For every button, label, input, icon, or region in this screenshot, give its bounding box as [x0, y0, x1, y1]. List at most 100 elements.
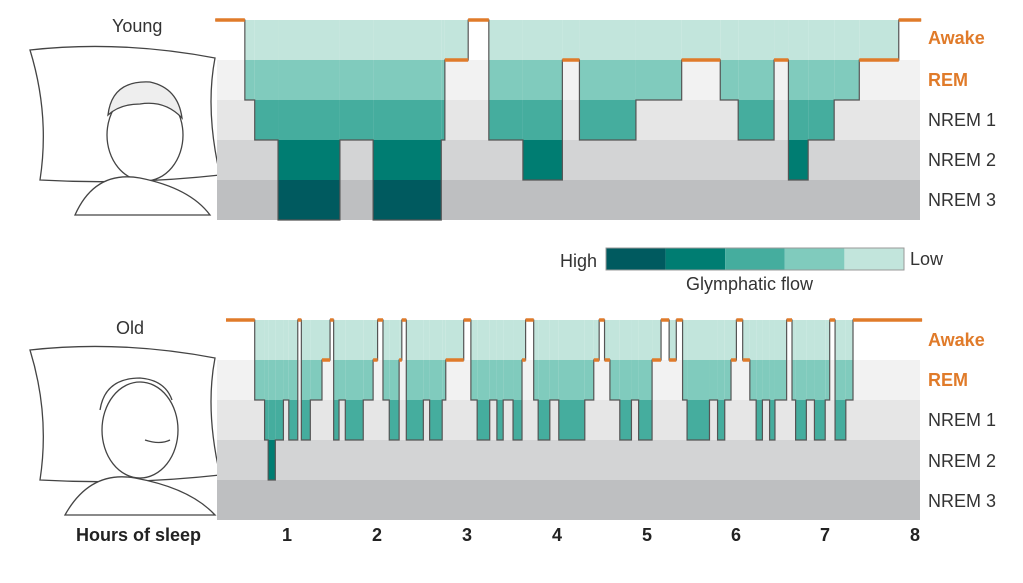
flow-fill-segment [792, 320, 796, 360]
flow-fill-segment [301, 320, 311, 360]
flow-fill-segment [444, 20, 469, 60]
flow-fill-segment [814, 400, 826, 440]
flow-fill-segment [278, 100, 340, 140]
flow-fill-segment [429, 400, 443, 440]
flow-fill-segment [382, 360, 390, 400]
flow-fill-segment [441, 100, 445, 140]
stage-band [217, 440, 920, 480]
flow-fill-segment [339, 360, 346, 400]
flow-fill-segment [538, 320, 550, 360]
legend-high-label: High [560, 251, 598, 271]
flow-fill-segment [845, 360, 854, 400]
flow-fill-segment [389, 320, 400, 360]
flow-fill-segment [333, 320, 340, 360]
flow-fill-segment [788, 100, 809, 140]
flow-fill-segment [488, 60, 523, 100]
flow-fill-segment [283, 360, 289, 400]
legend-low-label: Low [910, 249, 944, 269]
flow-fill-segment [345, 320, 364, 360]
flow-fill-segment [275, 360, 284, 400]
flow-fill-segment [845, 320, 854, 360]
flow-fill-segment [835, 360, 846, 400]
flow-fill-segment [562, 20, 580, 60]
flow-fill-segment [268, 360, 276, 400]
flow-fill-segment [429, 360, 443, 400]
flow-fill-segment [533, 320, 539, 360]
stage-label-nrem2: NREM 2 [928, 150, 997, 170]
flow-fill-segment [496, 320, 504, 360]
flow-fill-segment [795, 360, 807, 400]
stage-label-awake: Awake [928, 28, 985, 48]
flow-fill-segment [762, 320, 770, 360]
flow-fill-segment [579, 100, 636, 140]
flow-fill-segment [489, 320, 497, 360]
flow-fill-segment [339, 20, 374, 60]
flow-fill-segment [631, 360, 639, 400]
flow-fill-segment [288, 360, 298, 400]
flow-fill-segment [638, 360, 653, 400]
flow-fill-segment [310, 320, 322, 360]
flow-fill-segment [717, 360, 725, 400]
flow-fill-segment [774, 20, 789, 60]
flow-fill-segment [389, 360, 400, 400]
flow-fill-segment [442, 320, 446, 360]
flow-fill-segment [762, 360, 770, 400]
flow-fill-segment [631, 320, 639, 360]
flow-fill-segment [470, 360, 478, 400]
flow-fill-segment [756, 360, 763, 400]
young-label: Young [112, 16, 163, 36]
flow-fill-segment [742, 320, 750, 360]
flow-fill-segment [724, 320, 732, 360]
flow-fill-segment [488, 100, 523, 140]
flow-fill-segment [278, 20, 340, 60]
flow-fill-segment [835, 320, 846, 360]
stage-label-rem-old: REM [928, 370, 968, 390]
flow-fill-segment [619, 320, 632, 360]
flow-fill-segment [278, 60, 340, 100]
flow-fill-segment [268, 400, 276, 440]
x-tick-5: 5 [641, 525, 652, 545]
flow-fill-segment [774, 360, 787, 400]
flow-fill-segment [244, 60, 255, 100]
flow-fill-segment [441, 20, 445, 60]
flow-fill-segment [244, 20, 255, 60]
flow-fill-segment [687, 400, 710, 440]
flow-fill-segment [795, 320, 807, 360]
flow-fill-segment [795, 400, 807, 440]
flow-fill-segment [834, 60, 860, 100]
old-label: Old [116, 318, 145, 338]
flow-fill-segment [389, 400, 400, 440]
flow-fill-segment [682, 360, 688, 400]
young-sleeper-illustration [29, 45, 221, 216]
flow-fill-segment [724, 360, 732, 400]
flow-fill-segment [731, 320, 737, 360]
flow-fill-segment [756, 320, 763, 360]
flow-fill-segment [720, 20, 739, 60]
flow-fill-segment [604, 320, 610, 360]
flow-fill-segment [835, 400, 846, 440]
flow-fill-segment [549, 360, 559, 400]
flow-fill-segment [769, 320, 775, 360]
flow-fill-segment [538, 360, 550, 400]
colorbar-swatch [725, 248, 785, 270]
flow-fill-segment [254, 100, 279, 140]
flow-fill-segment [709, 360, 718, 400]
flow-fill-segment [513, 400, 523, 440]
x-axis-label: Hours of sleep [76, 525, 202, 545]
flow-fill-segment [301, 400, 311, 440]
flow-fill-segment [609, 360, 620, 400]
flow-fill-segment [363, 320, 374, 360]
flow-fill-segment [254, 320, 265, 360]
colorbar-swatch [606, 248, 666, 270]
flow-fill-segment [769, 360, 775, 400]
flow-fill-segment [682, 320, 688, 360]
flow-fill-segment [522, 100, 563, 140]
flow-fill-segment [619, 360, 632, 400]
flow-fill-segment [288, 400, 298, 440]
flow-fill-segment [477, 360, 490, 400]
flow-fill-segment [477, 400, 490, 440]
flow-fill-segment [503, 360, 514, 400]
flow-fill-segment [496, 360, 504, 400]
flow-fill-segment [268, 320, 276, 360]
